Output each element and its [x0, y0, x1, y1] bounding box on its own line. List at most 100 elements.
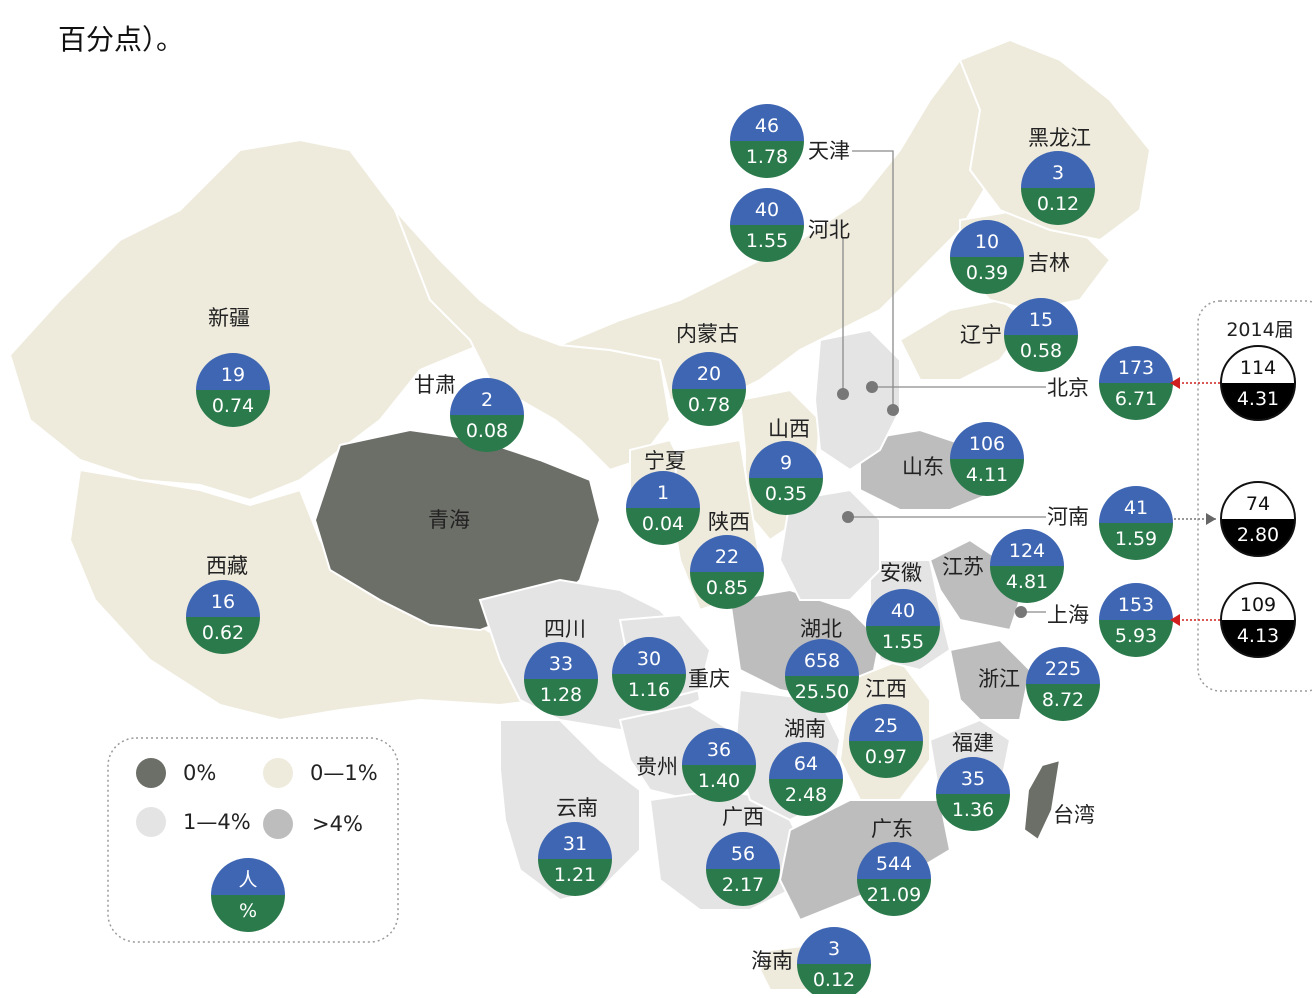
bubble-福建[interactable]: 351.36: [936, 757, 1010, 831]
bubble-安徽-bottom-half: [866, 626, 940, 663]
bubble-四川-bottom-half: [524, 679, 598, 716]
bubble-浙江-people: 225: [1045, 658, 1081, 680]
bubble-河南-people: 41: [1124, 497, 1148, 519]
bubble-贵州-percent: 1.40: [698, 770, 740, 792]
bubble-黑龙江-bottom-half: [1021, 188, 1095, 225]
bubble-重庆-people: 30: [637, 648, 661, 670]
region-河北[interactable]: [813, 328, 901, 472]
bubble-安徽-top-half: [866, 589, 940, 626]
bubble-新疆-bottom-half: [196, 390, 270, 427]
bubble-云南-bottom-half: [538, 859, 612, 896]
bubble-北京-people: 173: [1118, 357, 1154, 379]
bubble-湖北-people: 658: [804, 650, 840, 672]
bubble-甘肃-bottom-half: [450, 415, 524, 452]
legend-label: 0%: [183, 761, 216, 785]
location-dot-河北: [837, 388, 849, 400]
province-label: 江苏: [942, 555, 984, 579]
legend-key-bubble[interactable]: 人%: [211, 858, 285, 932]
bubble-河南-bottom-half: [1099, 523, 1173, 560]
bubble-贵州-top-half: [682, 728, 756, 765]
province-label: 新疆: [208, 306, 250, 330]
bubble-福建-people: 35: [961, 768, 985, 790]
bubble-江苏-bottom-half: [990, 566, 1064, 603]
bubble-新疆[interactable]: 190.74: [196, 353, 270, 427]
bubble-甘肃-top-half: [450, 378, 524, 415]
bubble-吉林[interactable]: 100.39: [950, 220, 1024, 294]
comparison-title: 2014届: [1226, 319, 1293, 341]
bubble-江苏-percent: 4.81: [1006, 571, 1048, 593]
province-label: 湖北: [800, 617, 842, 641]
bubble-天津-people: 46: [755, 115, 779, 137]
bubble-云南[interactable]: 311.21: [538, 822, 612, 896]
bubble-陕西[interactable]: 220.85: [690, 535, 764, 609]
bubble-黑龙江-percent: 0.12: [1037, 193, 1079, 215]
bubble-浙江-top-half: [1026, 647, 1100, 684]
bubble-甘肃[interactable]: 20.08: [450, 378, 524, 452]
bubble-安徽[interactable]: 401.55: [866, 589, 940, 663]
bubble-四川[interactable]: 331.28: [524, 642, 598, 716]
leader-lines: [837, 150, 1046, 618]
province-label: 四川: [544, 617, 586, 641]
bubble-黑龙江-people: 3: [1052, 162, 1064, 184]
province-label: 陕西: [708, 510, 750, 534]
region-台湾[interactable]: [1022, 758, 1062, 842]
bubble-天津-percent: 1.78: [746, 146, 788, 168]
bubble-河北[interactable]: 401.55: [730, 188, 804, 262]
bubble-重庆[interactable]: 301.16: [612, 637, 686, 711]
province-labels: 新疆西藏甘肃青海内蒙古宁夏山西陕西四川重庆云南贵州广西湖北湖南江西广东海南福建浙…: [206, 126, 1095, 973]
bubble-内蒙古-people: 20: [697, 363, 721, 385]
comparison-arrowhead-上海: [1170, 614, 1180, 626]
bubble-西藏[interactable]: 160.62: [186, 580, 260, 654]
region-黑龙江[interactable]: [958, 38, 1152, 242]
bubble-四川-percent: 1.28: [540, 684, 582, 706]
bubble-湖南[interactable]: 642.48: [769, 742, 843, 816]
bubble-黑龙江[interactable]: 30.12: [1021, 151, 1095, 225]
bubble-甘肃-people: 2: [481, 389, 493, 411]
bubble-西藏-top-half: [186, 580, 260, 617]
bubble-广西[interactable]: 562.17: [706, 832, 780, 906]
province-label: 吉林: [1028, 251, 1070, 275]
bubble-宁夏-percent: 0.04: [642, 513, 684, 535]
comparison-bubble-outline: [1220, 481, 1296, 557]
comparison-bubble-河南-top-half: [1221, 482, 1295, 519]
leader-line-天津: [852, 150, 894, 410]
province-label: 重庆: [688, 667, 730, 691]
bubble-江西-people: 25: [874, 715, 898, 737]
bubble-海南[interactable]: 30.12: [797, 927, 871, 998]
bubble-天津[interactable]: 461.78: [730, 104, 804, 178]
bubble-河南-percent: 1.59: [1115, 528, 1157, 550]
comparison-bubble-上海-people: 109: [1240, 594, 1276, 616]
legend-label: 1—4%: [183, 810, 251, 834]
bubble-江西[interactable]: 250.97: [849, 704, 923, 778]
bubble-广东-percent: 21.09: [867, 884, 921, 906]
bubble-河南-top-half: [1099, 486, 1173, 523]
bubble-河南[interactable]: 411.59: [1099, 486, 1173, 560]
bubble-内蒙古[interactable]: 200.78: [672, 352, 746, 426]
region-浙江[interactable]: [948, 638, 1032, 721]
bubble-辽宁-percent: 0.58: [1020, 340, 1062, 362]
bubble-广东-top-half: [857, 842, 931, 879]
bubble-上海-percent: 5.93: [1115, 625, 1157, 647]
bubble-新疆-people: 19: [221, 364, 245, 386]
legend-swatch: [136, 807, 166, 837]
bubble-辽宁[interactable]: 150.58: [1004, 298, 1078, 372]
bubble-浙江-bottom-half: [1026, 684, 1100, 721]
bubble-贵州[interactable]: 361.40: [682, 728, 756, 802]
bubble-宁夏[interactable]: 10.04: [626, 471, 700, 545]
bubble-内蒙古-bottom-half: [672, 389, 746, 426]
bubble-山西[interactable]: 90.35: [749, 441, 823, 515]
province-label: 西藏: [206, 554, 248, 578]
province-label: 上海: [1047, 603, 1089, 627]
legend-swatch: [136, 758, 166, 788]
comparison-bubble-河南[interactable]: 742.80: [1220, 481, 1296, 557]
